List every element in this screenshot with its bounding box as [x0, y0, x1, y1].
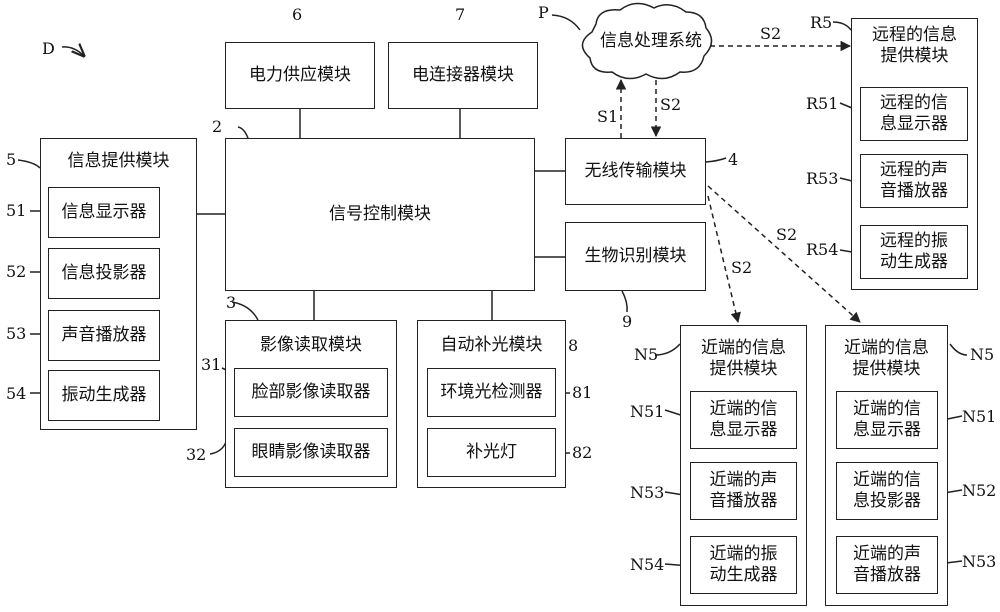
info-display: 信息显示器	[48, 187, 160, 238]
remote-info-display: 远程的信 息显示器	[860, 87, 968, 141]
face-image-reader: 脸部影像读取器	[234, 368, 388, 417]
ref-near-right: N5	[970, 345, 995, 364]
ref-image-reader: 3	[226, 293, 237, 312]
connector-module: 电连接器模块	[388, 42, 538, 109]
near-provider-right-label: 近端的信息 提供模块	[844, 338, 929, 379]
biometric-label: 生物识别模块	[584, 246, 687, 266]
ref-control: 2	[212, 117, 223, 136]
info-processing-system-label: 信息处理系统	[600, 30, 702, 51]
signal-control-module: 信号控制模块	[225, 138, 535, 291]
remote-vibration-generator: 远程的振 动生成器	[860, 225, 968, 279]
ref-processing: P	[538, 3, 549, 22]
remote-sound-player: 远程的声 音播放器	[860, 154, 968, 208]
info-provider-label: 信息提供模块	[67, 151, 170, 171]
ref-near-right-n53: N53	[962, 552, 997, 571]
sound-player: 声音播放器	[48, 310, 160, 361]
ref-info-52: 52	[6, 262, 27, 281]
eye-image-reader: 眼睛影像读取器	[234, 428, 388, 477]
near-left-sound-player: 近端的声 音播放器	[690, 462, 797, 520]
ref-near-right-n51: N51	[962, 407, 997, 426]
ref-remote-r54: R54	[806, 240, 839, 259]
near-left-info-display: 近端的信 息显示器	[690, 391, 797, 449]
signal-control-label: 信号控制模块	[329, 204, 431, 224]
signal-s1-up: S1	[597, 107, 619, 126]
remote-provider-label: 远程的信息 提供模块	[872, 25, 957, 66]
ref-near-left-n53: N53	[630, 483, 665, 502]
signal-s2-near-right: S2	[776, 225, 798, 244]
near-right-info-projector: 近端的信 息投影器	[836, 462, 938, 520]
ref-fill-81: 81	[572, 383, 593, 402]
near-right-sound-player: 近端的声 音播放器	[836, 536, 938, 594]
ref-info-53: 53	[6, 324, 27, 343]
wireless-label: 无线传输模块	[584, 161, 687, 181]
fill-light-lamp: 补光灯	[427, 428, 556, 477]
wireless-module: 无线传输模块	[565, 138, 706, 205]
ref-image-32: 32	[186, 445, 207, 464]
ref-info-54: 54	[6, 384, 27, 403]
ref-fill-82: 82	[572, 443, 593, 462]
signal-s2-down: S2	[660, 95, 682, 114]
ref-near-left-n51: N51	[630, 402, 665, 421]
biometric-module: 生物识别模块	[565, 222, 706, 291]
connector-label: 电连接器模块	[412, 65, 514, 85]
signal-s2-near-left: S2	[731, 258, 753, 277]
power-supply-module: 电力供应模块	[225, 42, 375, 109]
ref-fill-light: 8	[568, 336, 579, 355]
image-reader-label: 影像读取模块	[260, 335, 362, 355]
ref-near-right-n52: N52	[962, 481, 997, 500]
vibration-generator: 振动生成器	[48, 370, 160, 421]
ref-connector: 7	[455, 5, 466, 24]
ref-biometric: 9	[622, 312, 633, 331]
cloud-shape	[581, 2, 713, 80]
auto-fill-light-label: 自动补光模块	[440, 335, 543, 355]
ref-remote: R5	[810, 13, 833, 32]
info-projector: 信息投影器	[48, 248, 160, 299]
power-supply-label: 电力供应模块	[249, 65, 351, 85]
signal-s2-remote: S2	[760, 24, 782, 43]
figure-label: D	[42, 39, 55, 58]
ref-image-31: 31	[201, 355, 222, 374]
ref-wireless: 4	[728, 150, 739, 169]
ref-info-provider: 5	[6, 150, 17, 169]
near-provider-left-label: 近端的信息 提供模块	[701, 338, 786, 379]
ref-remote-r53: R53	[806, 169, 839, 188]
ref-info-51: 51	[6, 201, 27, 220]
ref-near-left: N5	[634, 345, 659, 364]
ref-near-left-n54: N54	[630, 555, 665, 574]
ref-remote-r51: R51	[806, 94, 839, 113]
ambient-light-detector: 环境光检测器	[427, 368, 556, 417]
near-right-info-display: 近端的信 息显示器	[836, 391, 938, 449]
near-left-vibration-generator: 近端的振 动生成器	[690, 536, 797, 594]
ref-power: 6	[292, 5, 303, 24]
